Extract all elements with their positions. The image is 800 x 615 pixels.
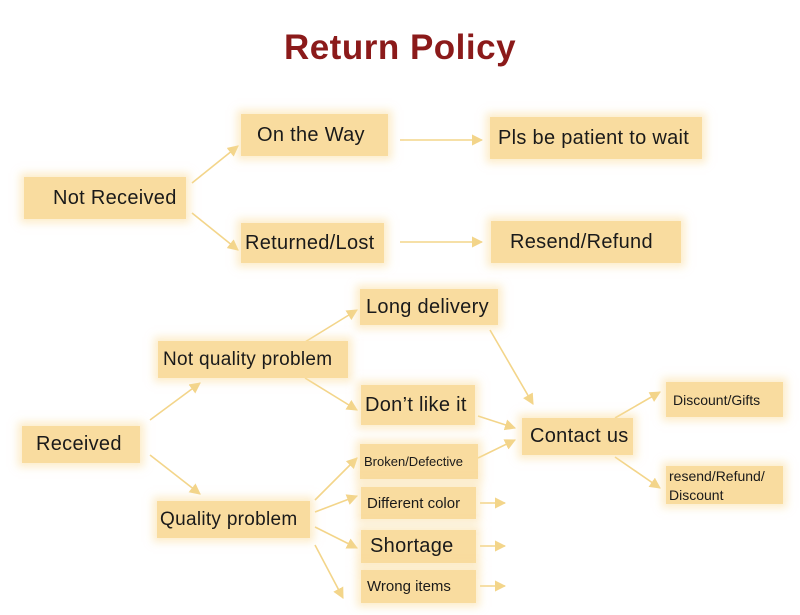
arrow-received-to-not-quality xyxy=(149,382,201,421)
node-long-delivery: Long delivery xyxy=(360,289,498,325)
node-resend-refund-discount: resend/Refund/ Discount xyxy=(666,466,783,504)
node-returned-lost: Returned/Lost xyxy=(241,223,384,263)
node-shortage: Shortage xyxy=(361,530,476,563)
node-wrong-items: Wrong items xyxy=(361,570,476,603)
arrow-broken-to-contact xyxy=(477,439,517,459)
node-on-the-way: On the Way xyxy=(241,114,388,156)
page-title: Return Policy xyxy=(283,28,517,67)
arrow-long-delivery-to-contact xyxy=(489,329,534,405)
arrow-not-quality-to-long-delivery xyxy=(304,309,358,343)
arrow-quality-to-wrong-items xyxy=(314,544,344,599)
arrow-quality-to-shortage xyxy=(314,526,359,549)
node-different-color: Different color xyxy=(361,487,476,519)
node-not-received: Not Received xyxy=(24,177,186,219)
node-resend-refund: Resend/Refund xyxy=(491,221,681,263)
arrow-dont-like-to-contact xyxy=(477,415,517,431)
arrow-not-quality-to-dont-like xyxy=(304,377,358,411)
node-discount-gifts: Discount/Gifts xyxy=(666,382,783,417)
arrow-not-received-to-on-the-way xyxy=(191,145,239,184)
arrow-not-received-to-returned-lost xyxy=(191,212,239,251)
node-be-patient: Pls be patient to wait xyxy=(490,117,702,159)
node-received: Received xyxy=(22,426,140,463)
arrow-contact-to-discount xyxy=(614,391,661,419)
arrow-quality-to-different-color xyxy=(314,494,359,513)
node-dont-like-it: Don’t like it xyxy=(361,385,475,425)
arrow-quality-to-broken xyxy=(314,457,358,501)
node-not-quality-problem: Not quality problem xyxy=(158,341,348,378)
arrow-contact-to-resend-discount xyxy=(614,456,661,489)
arrow-received-to-quality xyxy=(149,454,201,495)
node-contact-us: Contact us xyxy=(522,418,633,455)
node-broken-defective: Broken/Defective xyxy=(360,444,478,479)
node-quality-problem: Quality problem xyxy=(157,501,310,538)
